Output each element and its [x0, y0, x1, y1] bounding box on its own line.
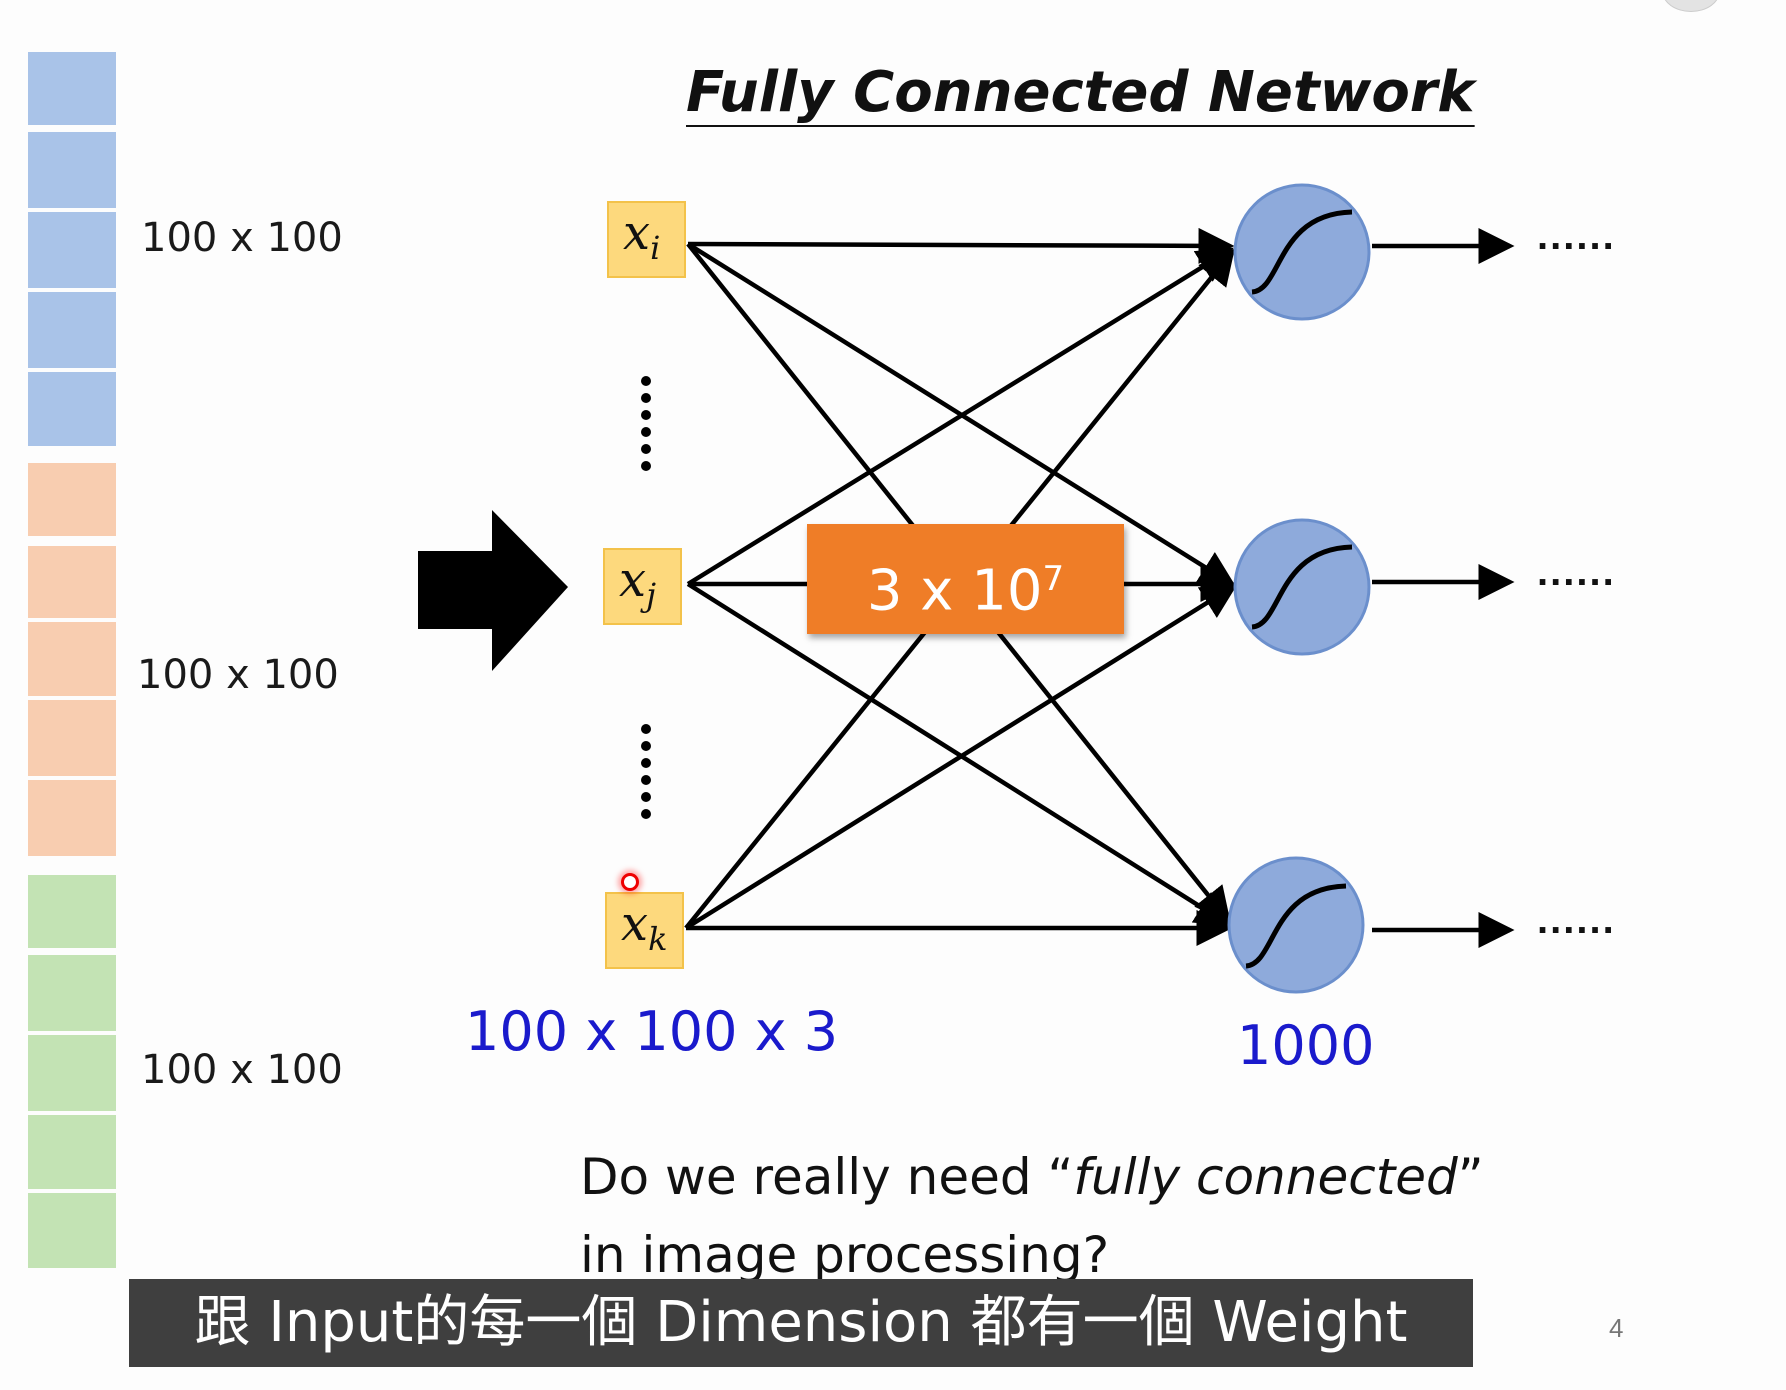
sigmoid-icon: [1245, 883, 1347, 969]
input-subscript: k: [648, 920, 668, 958]
question-text: Do we really need “fully connected” in i…: [580, 1138, 1484, 1294]
channel-block-orange: [28, 780, 116, 856]
slide-title: Fully Connected Network: [686, 60, 1475, 125]
neuron-3: [1227, 856, 1365, 994]
output-ellipsis-1: ......: [1537, 214, 1616, 258]
channel-block-green: [28, 1035, 116, 1111]
input-symbol: x: [623, 205, 651, 261]
channel-block-blue: [28, 372, 116, 446]
input-vertical-ellipsis-upper: [641, 376, 651, 471]
channel-block-blue: [28, 52, 116, 125]
dimension-label-blue: 100 x 100: [141, 215, 343, 261]
edge-xj-n1: [686, 247, 1234, 586]
input-node-xi: xi: [607, 201, 686, 278]
sigmoid-icon: [1251, 544, 1353, 630]
channel-block-orange: [28, 546, 116, 618]
output-ellipsis-2: ......: [1537, 550, 1616, 594]
input-node-xj: xj: [603, 548, 682, 625]
edge-xj-n3: [686, 582, 1232, 927]
channel-block-blue: [28, 292, 116, 368]
input-node-xk: xk: [605, 892, 684, 969]
input-symbol: x: [621, 896, 649, 952]
channel-block-green: [28, 875, 116, 948]
flatten-arrow-icon: [418, 510, 568, 671]
input-subscript: i: [650, 229, 661, 267]
input-symbol: x: [619, 552, 647, 608]
page-number: 4: [1609, 1313, 1624, 1343]
question-line-1: Do we really need “fully connected”: [580, 1148, 1484, 1206]
channel-block-green: [28, 955, 116, 1031]
dimension-label-orange: 100 x 100: [137, 652, 339, 698]
channel-block-orange: [28, 700, 116, 776]
neuron-count-label: 1000: [1237, 1014, 1375, 1077]
channel-block-blue: [28, 132, 116, 208]
neuron-1: [1233, 183, 1371, 321]
dimension-label-green: 100 x 100: [141, 1047, 343, 1093]
edge-xi-n1: [687, 227, 1235, 264]
weight-count-box: 3 x 107: [807, 524, 1124, 634]
weight-count-exponent: 7: [1042, 559, 1065, 599]
input-vertical-ellipsis-lower: [641, 724, 651, 819]
channel-block-green: [28, 1115, 116, 1189]
channel-block-orange: [28, 463, 116, 536]
channel-block-orange: [28, 622, 116, 696]
neuron-2: [1233, 518, 1371, 656]
video-subtitle: 跟 Input的每一個 Dimension 都有一個 Weight: [129, 1279, 1473, 1367]
channel-block-green: [28, 1193, 116, 1268]
question-line-2: in image processing?: [580, 1226, 1110, 1284]
channel-block-blue: [28, 212, 116, 288]
weight-count-base: 3 x 10: [866, 558, 1043, 624]
input-subscript: j: [646, 576, 656, 614]
edge-xk-n2: [684, 583, 1238, 930]
sigmoid-icon: [1251, 209, 1353, 295]
input-size-label: 100 x 100 x 3: [465, 1000, 839, 1063]
laser-pointer-icon: [621, 873, 639, 891]
output-ellipsis-3: ......: [1537, 898, 1616, 942]
